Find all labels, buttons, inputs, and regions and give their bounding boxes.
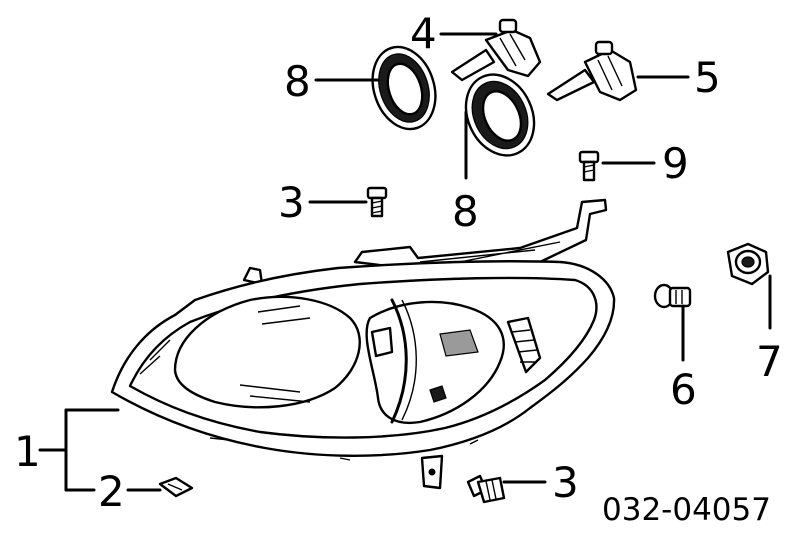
- leader-lines: [38, 32, 772, 492]
- callout-labels: 1 2 3 3 4 5 6 7 8 8 9: [14, 9, 783, 516]
- callout-2: 2: [98, 467, 125, 516]
- callout-8-lower: 8: [452, 187, 479, 236]
- callout-3-upper: 3: [278, 178, 305, 227]
- headlight-assembly: [110, 198, 616, 490]
- headlight-bulb-4: [450, 18, 542, 82]
- seal-ring-lower: [464, 73, 536, 157]
- callout-1: 1: [14, 427, 41, 476]
- bulb-socket-7: [726, 242, 770, 286]
- callout-5: 5: [694, 53, 721, 102]
- bolt-part-lower: [466, 474, 506, 504]
- screw-part-upper: [366, 186, 388, 218]
- callout-4: 4: [410, 9, 437, 58]
- diagram-code: 032-04057: [602, 492, 771, 528]
- headlight-bulb-5: [546, 40, 638, 102]
- callout-9: 9: [662, 139, 689, 188]
- callout-3-lower: 3: [552, 458, 579, 507]
- callout-7: 7: [756, 337, 783, 386]
- screw-part-9: [578, 150, 600, 182]
- callout-8-upper: 8: [284, 57, 311, 106]
- seal-ring-upper: [371, 45, 437, 131]
- callout-6: 6: [670, 365, 697, 414]
- marker-bulb-6: [653, 283, 692, 309]
- clip-nut-part: [158, 476, 194, 498]
